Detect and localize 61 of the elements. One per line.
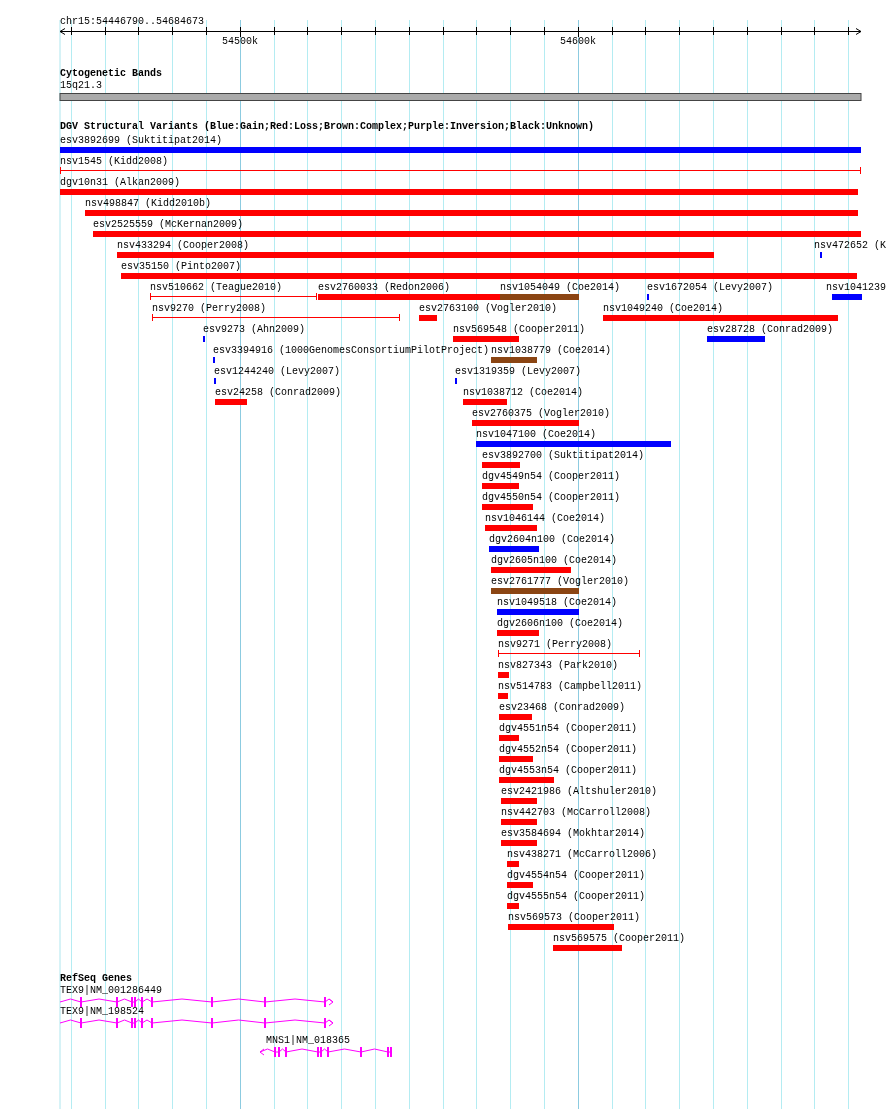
variant-label: nsv498847 (Kidd2010b) xyxy=(85,198,212,209)
variant-label: dgv4554n54 (Cooper2011) xyxy=(507,870,646,881)
variant-label: esv1319359 (Levy2007) xyxy=(455,366,582,377)
variant-label: nsv9270 (Perry2008) xyxy=(152,303,267,314)
band-label: 15q21.3 xyxy=(60,80,102,91)
variant-label: esv2421986 (Altshuler2010) xyxy=(501,786,658,797)
variant-label: nsv569575 (Cooper2011) xyxy=(553,933,686,944)
gene-label: MNS1|NM_018365 xyxy=(266,1035,350,1046)
variant-label: dgv4553n54 (Cooper2011) xyxy=(499,765,638,776)
variant-label: esv35150 (Pinto2007) xyxy=(121,261,242,272)
variant-label: esv2763100 (Vogler2010) xyxy=(419,303,558,314)
variant-label: nsv1046144 (Coe2014) xyxy=(485,513,606,524)
variant-label: esv1672054 (Levy2007) xyxy=(647,282,774,293)
track-title: DGV Structural Variants (Blue:Gain;Red:Loss;Brown:Complex;Purple:Inversion;Black:Unknown) xyxy=(60,121,595,132)
scale-tick-label: 54600k xyxy=(560,36,596,47)
variant-label: nsv1545 (Kidd2008) xyxy=(60,156,169,167)
variant-label: esv3892700 (Suktitipat2014) xyxy=(482,450,645,461)
variant-label: dgv4555n54 (Cooper2011) xyxy=(507,891,646,902)
variant-label: nsv1038712 (Coe2014) xyxy=(463,387,584,398)
gene-label: TEX9|NM_001286449 xyxy=(60,985,163,996)
variant-label: esv2761777 (Vogler2010) xyxy=(491,576,630,587)
variant-label: nsv438271 (McCarroll2006) xyxy=(507,849,658,860)
variant-label: dgv4552n54 (Cooper2011) xyxy=(499,744,638,755)
variant-label: nsv827343 (Park2010) xyxy=(498,660,619,671)
variant-label: esv3394916 (1000GenomesConsortiumPilotProject) xyxy=(213,345,490,356)
variant-label: dgv2606n100 (Coe2014) xyxy=(497,618,624,629)
variant-label: dgv10n31 (Alkan2009) xyxy=(60,177,181,188)
variant-label: nsv1054049 (Coe2014) xyxy=(500,282,621,293)
variant-label: nsv569548 (Cooper2011) xyxy=(453,324,586,335)
variant-label: nsv1047100 (Coe2014) xyxy=(476,429,597,440)
variant-label: nsv1049240 (Coe2014) xyxy=(603,303,724,314)
variant-label: nsv9271 (Perry2008) xyxy=(498,639,613,650)
variant-label: nsv1049518 (Coe2014) xyxy=(497,597,618,608)
track-title: RefSeq Genes xyxy=(60,973,132,984)
variant-label: nsv442703 (McCarroll2008) xyxy=(501,807,652,818)
variant-label: esv24258 (Conrad2009) xyxy=(215,387,342,398)
variant-label: esv28728 (Conrad2009) xyxy=(707,324,834,335)
variant-label: dgv2605n100 (Coe2014) xyxy=(491,555,618,566)
variant-label: nsv514783 (Campbell2011) xyxy=(498,681,643,692)
variant-label: esv3892699 (Suktitipat2014) xyxy=(60,135,223,146)
track-title: Cytogenetic Bands xyxy=(60,68,163,79)
variant-label: esv9273 (Ahn2009) xyxy=(203,324,306,335)
variant-label: dgv4551n54 (Cooper2011) xyxy=(499,723,638,734)
variant-label: esv2760033 (Redon2006) xyxy=(318,282,451,293)
variant-label: esv23468 (Conrad2009) xyxy=(499,702,626,713)
variant-label: nsv1038779 (Coe2014) xyxy=(491,345,612,356)
variant-label: nsv510662 (Teague2010) xyxy=(150,282,283,293)
variant-label: nsv1041239 xyxy=(826,282,886,293)
variant-label: dgv4550n54 (Cooper2011) xyxy=(482,492,621,503)
coordinate-range: chr15:54446790..54684673 xyxy=(60,16,205,27)
variant-label: nsv569573 (Cooper2011) xyxy=(508,912,641,923)
scale-tick-label: 54500k xyxy=(222,36,258,47)
variant-label: esv3584694 (Mokhtar2014) xyxy=(501,828,646,839)
variant-label: nsv472652 (K xyxy=(814,240,886,251)
variant-label: esv2760375 (Vogler2010) xyxy=(472,408,611,419)
variant-label: esv1244240 (Levy2007) xyxy=(214,366,341,377)
gene-label: TEX9|NM_198524 xyxy=(60,1006,144,1017)
variant-label: nsv433294 (Cooper2008) xyxy=(117,240,250,251)
variant-label: dgv2604n100 (Coe2014) xyxy=(489,534,616,545)
variant-label: esv2525559 (McKernan2009) xyxy=(93,219,244,230)
variant-label: dgv4549n54 (Cooper2011) xyxy=(482,471,621,482)
